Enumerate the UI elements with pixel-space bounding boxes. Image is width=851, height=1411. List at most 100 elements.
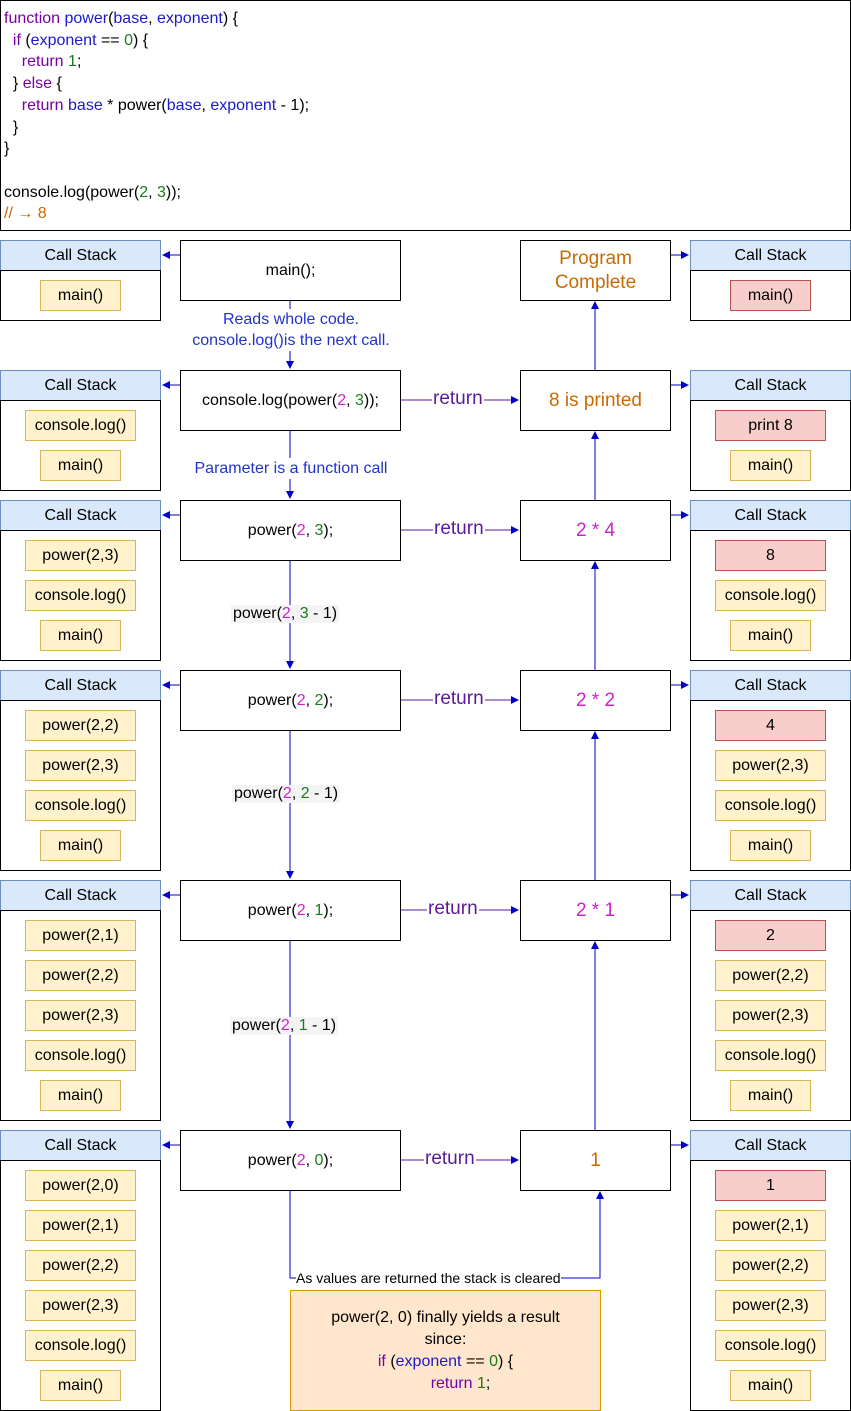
right-stack-3-frame-3: main(): [730, 620, 811, 651]
left-stack-5-frame-1: power(2,1): [25, 920, 136, 951]
call-console-log-text: console.log(power(2, 3));: [202, 391, 379, 409]
right-stack-6-frame-3: power(2,2): [715, 1250, 826, 1281]
left-stack-2-header: Call Stack: [0, 370, 161, 401]
left-stack-6-frame-3: power(2,2): [25, 1250, 136, 1281]
program-complete-line1: Program: [559, 247, 632, 269]
final-note-line4: return 1;: [430, 1375, 491, 1392]
program-complete: Program Complete: [520, 240, 671, 301]
left-stack-1-header: Call Stack: [0, 240, 161, 271]
left-stack-6-frame-4: power(2,3): [25, 1290, 136, 1321]
code-line-5: return base * power(base, exponent - 1);: [21, 96, 310, 114]
code-line-6: }: [4, 118, 19, 136]
result-8-printed: 8 is printed: [520, 370, 671, 431]
result-2-times-4: 2 * 4: [520, 500, 671, 561]
left-stack-5-frame-4: console.log(): [25, 1040, 136, 1071]
right-stack-6-header: Call Stack: [690, 1130, 851, 1161]
call-power-2-2-text: power(2, 2);: [247, 691, 334, 709]
call-power-2-1: power(2, 1);: [180, 880, 401, 941]
right-stack-6-frame-4: power(2,3): [715, 1290, 826, 1321]
call-console-log: console.log(power(2, 3));: [180, 370, 401, 431]
left-stack-6-frame-6: main(): [40, 1370, 121, 1401]
right-stack-2-frame-2: main(): [730, 450, 811, 481]
left-stack-2-frame-2: main(): [40, 450, 121, 481]
right-stack-5-frame-5: main(): [730, 1080, 811, 1111]
left-stack-4-frame-2: power(2,3): [25, 750, 136, 781]
right-stack-6-frame-5: console.log(): [715, 1330, 826, 1361]
right-stack-5-frame-3: power(2,3): [715, 1000, 826, 1031]
note-reads-code-line2: console.log()is the next call.: [192, 332, 390, 349]
return-label-3: return: [433, 688, 485, 710]
right-stack-6-frame-1: 1: [715, 1170, 826, 1201]
left-stack-6-header: Call Stack: [0, 1130, 161, 1161]
right-stack-4-frame-2: power(2,3): [715, 750, 826, 781]
call-main: main();: [180, 240, 401, 301]
right-stack-5-frame-2: power(2,2): [715, 960, 826, 991]
left-stack-2-frame-1: console.log(): [25, 410, 136, 441]
code-line-3: return 1;: [21, 53, 82, 71]
right-stack-5-frame-1: 2: [715, 920, 826, 951]
code-line-9: console.log(power(2, 3));: [4, 183, 181, 201]
code-block: function power(base, exponent) { if (exp…: [0, 0, 851, 231]
call-power-2-0: power(2, 0);: [180, 1130, 401, 1191]
final-note-line1: power(2, 0) finally yields a result: [331, 1309, 560, 1326]
final-note-line3: if (exponent == 0) {: [377, 1353, 514, 1370]
right-stack-3-frame-2: console.log(): [715, 580, 826, 611]
return-label-5: return: [424, 1148, 476, 1170]
left-stack-3-header: Call Stack: [0, 500, 161, 531]
result-1: 1: [520, 1130, 671, 1191]
code-line-7: }: [4, 140, 10, 158]
right-stack-2-header: Call Stack: [690, 370, 851, 401]
note-stack-cleared: As values are returned the stack is clea…: [296, 1270, 561, 1286]
right-stack-4-frame-4: main(): [730, 830, 811, 861]
left-stack-4-frame-4: main(): [40, 830, 121, 861]
right-stack-3-header: Call Stack: [690, 500, 851, 531]
right-stack-1-frame-1: main(): [730, 280, 811, 311]
call-power-2-1-text: power(2, 1);: [247, 901, 334, 919]
right-stack-3-frame-1: 8: [715, 540, 826, 571]
call-power-2-3-text: power(2, 3);: [247, 521, 334, 539]
left-stack-5-frame-2: power(2,2): [25, 960, 136, 991]
left-stack-3-frame-2: console.log(): [25, 580, 136, 611]
right-stack-4-frame-3: console.log(): [715, 790, 826, 821]
result-2-times-2: 2 * 2: [520, 670, 671, 731]
right-stack-2-frame-1: print 8: [715, 410, 826, 441]
right-stack-5-frame-4: console.log(): [715, 1040, 826, 1071]
return-label-2: return: [433, 518, 485, 540]
right-stack-4-header: Call Stack: [690, 670, 851, 701]
code-line-4: } else {: [4, 75, 62, 93]
left-stack-3-frame-1: power(2,3): [25, 540, 136, 571]
final-note: power(2, 0) finally yields a result sinc…: [290, 1290, 601, 1411]
final-note-line2: since:: [424, 1331, 467, 1348]
note-reads-code-line1: Reads whole code.: [222, 311, 360, 328]
left-stack-6-frame-2: power(2,1): [25, 1210, 136, 1241]
right-stack-4-frame-1: 4: [715, 710, 826, 741]
step-label-power-2-1-minus-1: power(2, 1 - 1): [230, 1017, 339, 1035]
call-power-2-0-text: power(2, 0);: [247, 1151, 334, 1169]
left-stack-5-frame-3: power(2,3): [25, 1000, 136, 1031]
left-stack-4-frame-3: console.log(): [25, 790, 136, 821]
code-line-2: if (exponent == 0) {: [12, 31, 149, 49]
left-stack-4-header: Call Stack: [0, 670, 161, 701]
call-power-2-3: power(2, 3);: [180, 500, 401, 561]
left-stack-3-frame-3: main(): [40, 620, 121, 651]
note-reads-code: Reads whole code. console.log()is the ne…: [176, 309, 406, 351]
step-label-power-2-2-minus-1: power(2, 2 - 1): [232, 785, 341, 803]
left-stack-6-frame-5: console.log(): [25, 1330, 136, 1361]
left-stack-4-frame-1: power(2,2): [25, 710, 136, 741]
left-stack-5-frame-5: main(): [40, 1080, 121, 1111]
return-label-4: return: [427, 898, 479, 920]
right-stack-1-header: Call Stack: [690, 240, 851, 271]
result-2-times-1: 2 * 1: [520, 880, 671, 941]
program-complete-line2: Complete: [554, 271, 637, 293]
left-stack-6: [0, 1160, 161, 1411]
left-stack-6-frame-1: power(2,0): [25, 1170, 136, 1201]
code-line-1: function power(base, exponent) {: [4, 10, 238, 27]
step-label-power-2-3-minus-1: power(2, 3 - 1): [231, 605, 340, 623]
call-power-2-2: power(2, 2);: [180, 670, 401, 731]
left-stack-5-header: Call Stack: [0, 880, 161, 911]
right-stack-6-frame-2: power(2,1): [715, 1210, 826, 1241]
left-stack-1-frame-1: main(): [40, 280, 121, 311]
code-line-10: // → 8: [4, 205, 47, 223]
note-param-call: Parameter is a function call: [180, 458, 402, 479]
return-label-1: return: [432, 388, 484, 410]
